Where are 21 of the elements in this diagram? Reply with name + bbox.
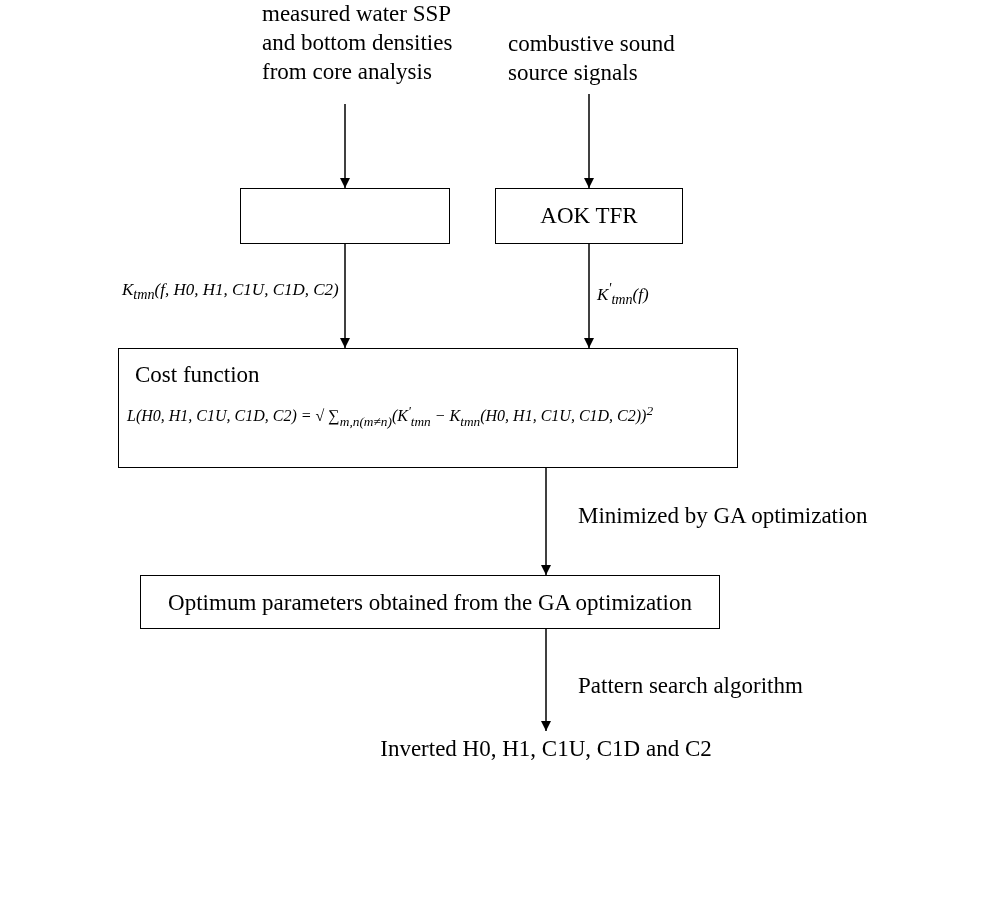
arrow: [541, 628, 551, 732]
formula: K$^{'}$$_{tmn}$(f): [597, 280, 649, 309]
arrow: [340, 103, 350, 189]
arrow: [584, 93, 594, 189]
edge-label: Pattern search algorithm: [578, 672, 803, 700]
text-label: measured water SSP and bottom densities from core analysis: [262, 0, 454, 86]
process-box: [240, 188, 450, 244]
formula: K$_{tmn}$(f, H0, H1, C1U, C1D, C2): [122, 280, 339, 304]
formula: L(H0, H1, C1U, C1D, C2) = √ ∑$_{m,n(m≠n)}$(K$^{'}$$_{tmn}$ − K$_{tmn}$(H0, H1, C1U, C1D, C2))$^{2}$: [127, 403, 655, 431]
process-box: [140, 575, 720, 629]
text-label: Inverted H0, H1, C1U, C1D and C2: [379, 735, 713, 763]
box-label: Optimum parameters obtained from the GA optimization: [167, 589, 693, 617]
edge-label: Minimized by GA optimization: [578, 502, 868, 530]
box-label: AOK TFR: [539, 202, 639, 230]
process-box: [495, 188, 683, 244]
text-label: combustive sound source signals: [508, 30, 676, 87]
arrow: [541, 467, 551, 576]
arrow: [340, 243, 350, 349]
process-box: [118, 348, 738, 468]
arrow: [584, 243, 594, 349]
box-label: Cost function: [135, 361, 261, 389]
